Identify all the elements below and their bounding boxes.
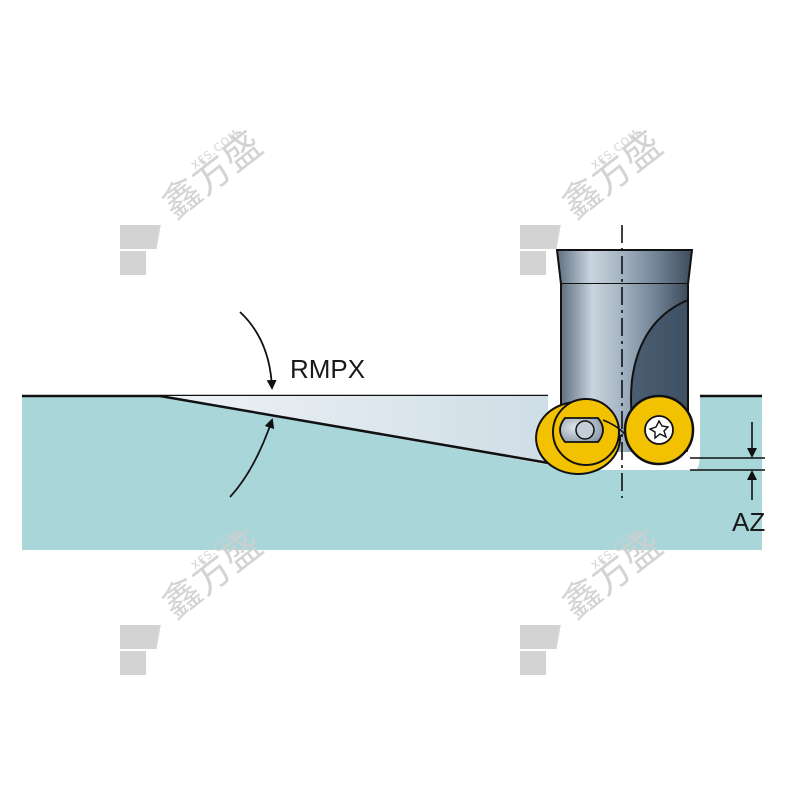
ramp-angle-arrow-lower [229,418,275,498]
ramp-angle-label: RMPX [290,354,365,384]
tool-collar [555,249,694,285]
svg-text:鑫方盛: 鑫方盛 [153,122,270,227]
depth-reference: AZ [690,422,765,537]
ramp-angle-arrow-upper [239,311,277,390]
milling-tool [535,225,695,498]
svg-text:鑫方盛: 鑫方盛 [553,122,670,227]
depth-label: AZ [732,507,765,537]
torx-screw-icon [648,419,670,440]
ramp-cut-line [159,394,561,467]
ramp-angle-indicator: RMPX [229,311,365,498]
ramp-cut [159,394,561,467]
watermark-top-left: 鑫方盛 XFS.COM [120,122,270,275]
